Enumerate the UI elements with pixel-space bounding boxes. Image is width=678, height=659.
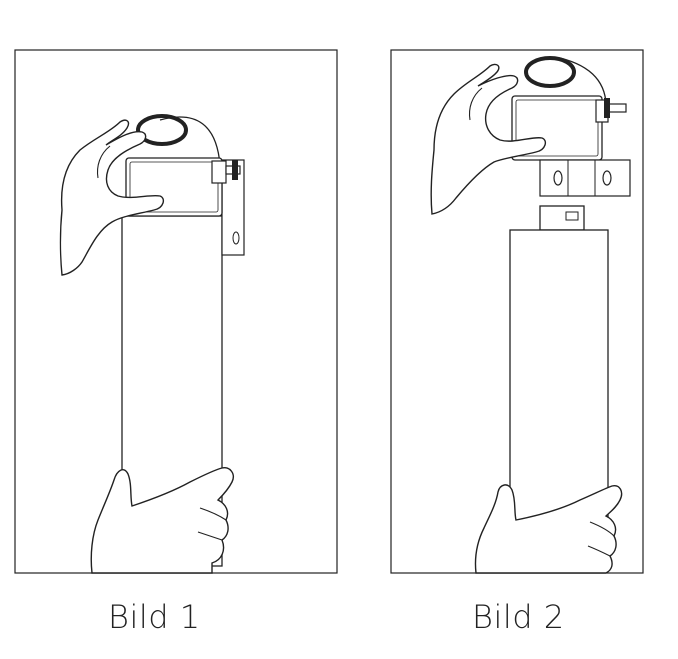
- panel-2-motor-head-inner: [515, 99, 599, 157]
- panel-1-pin-sleeve: [211, 160, 227, 184]
- panel-2-upper-hand: [430, 63, 547, 215]
- panel-2-lower-hand-finger-line-a: [589, 521, 615, 537]
- panel-2-wall-bracket: [539, 159, 631, 197]
- panel-1-keyhole: [232, 231, 240, 245]
- panel-2-upper-hand-finger-line: [468, 87, 483, 121]
- panel-2-connector-socket: [565, 211, 579, 221]
- panel-1-upper-hand: [59, 119, 165, 276]
- panel-1-ring: [136, 114, 188, 146]
- panel-2-keyhole-left: [553, 170, 563, 186]
- panel-1-lower-hand: [90, 467, 234, 574]
- panel-2-pin: [607, 103, 627, 113]
- panel-1: [14, 49, 338, 574]
- panel-2-keyhole-right: [602, 170, 612, 186]
- panel-1-lower-hand-finger-line-a: [199, 507, 227, 521]
- panel-2-connector: [539, 205, 585, 231]
- panel-2-lower-hand-finger-line-b: [587, 545, 611, 557]
- panel-1-motor-head-inner: [129, 161, 219, 213]
- panel-2-ring: [524, 56, 576, 88]
- caption-bild-2: Bild 2: [472, 598, 565, 636]
- panel-1-pin-cap: [232, 160, 238, 180]
- caption-bild-1: Bild 1: [108, 598, 201, 636]
- panel-1-upper-hand-finger-line: [96, 145, 111, 179]
- panel-2: [390, 49, 644, 574]
- panel-1-lower-hand-finger-line-b: [197, 531, 223, 541]
- panel-2-pin-cap: [604, 98, 610, 118]
- panel-2-lower-hand: [474, 484, 623, 574]
- panel-2-tube: [509, 229, 609, 541]
